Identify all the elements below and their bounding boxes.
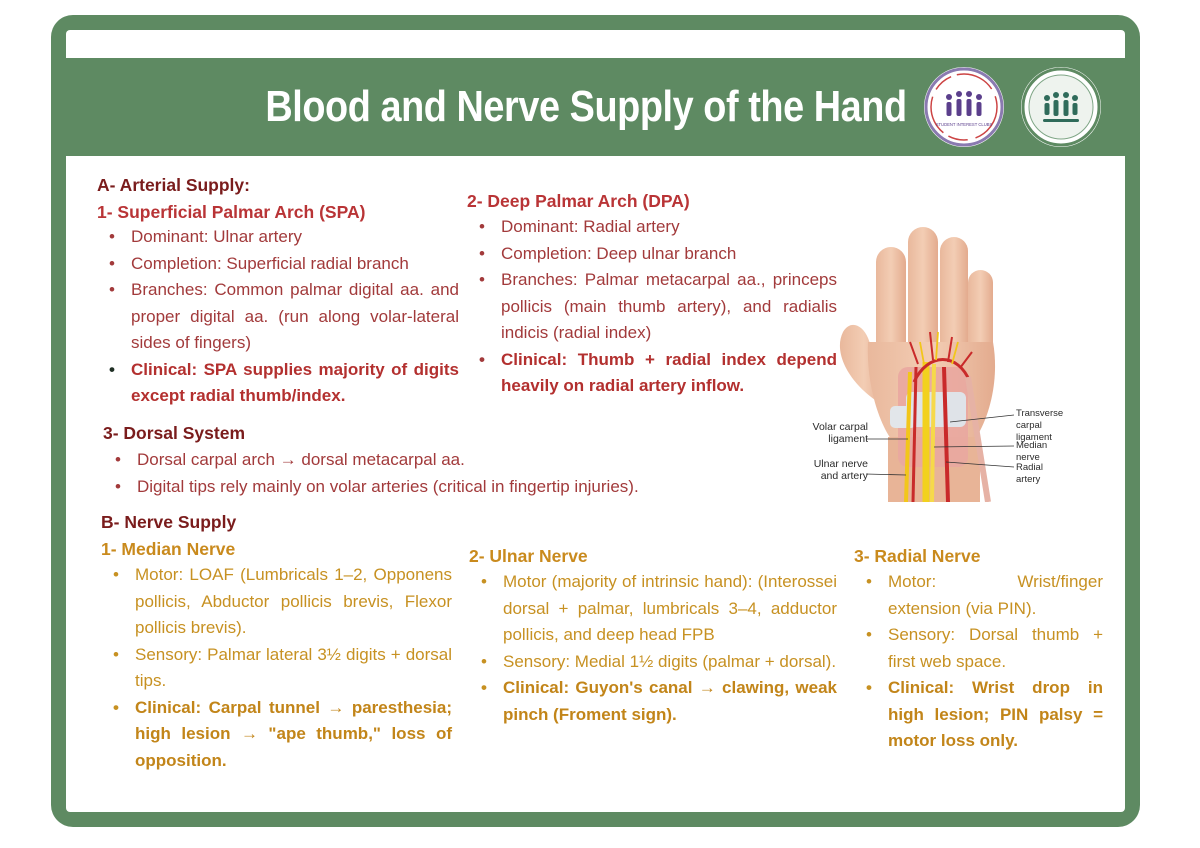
ulnar-section: 2- Ulnar Nerve [469,543,769,570]
dorsal-list: Dorsal carpal arch → dorsal metacarpal a… [103,447,803,500]
list-item: Motor: Wrist/finger extension (via PIN). [854,569,1103,622]
list-item: Sensory: Palmar lateral 3½ digits + dors… [101,642,452,695]
arterial-heading: A- Arterial Supply: [97,175,250,195]
ulnar-heading: 2- Ulnar Nerve [469,546,588,566]
median-list: Motor: LOAF (Lumbricals 1–2, Opponens po… [101,562,452,774]
list-item: Motor: LOAF (Lumbricals 1–2, Opponens po… [101,562,452,642]
list-item: Sensory: Medial 1½ digits (palmar + dors… [469,649,837,676]
radial-section: 3- Radial Nerve [854,543,1104,570]
list-item: Dorsal carpal arch → dorsal metacarpal a… [103,447,803,474]
list-item: Dominant: Radial artery [467,214,837,241]
spa-list: Dominant: Ulnar artery Completion: Super… [97,224,459,410]
dpa-list: Dominant: Radial artery Completion: Deep… [467,214,837,400]
median-nerve-label: Median nerve [1016,440,1048,463]
clinical-item: Clinical: Carpal tunnel → paresthesia; h… [101,695,452,775]
dorsal-heading: 3- Dorsal System [103,423,246,443]
svg-text:STUDENT INTEREST CLUBS: STUDENT INTEREST CLUBS [936,122,993,127]
list-item: Sensory: Dorsal thumb + first web space. [854,622,1103,675]
list-item: Branches: Common palmar digital aa. and … [97,277,459,357]
median-heading: 1- Median Nerve [101,538,236,559]
club-emblem-logo [1021,67,1101,147]
dorsal-section: 3- Dorsal System [103,420,403,447]
arterial-section: A- Arterial Supply: 1- Superficial Palma… [97,172,467,225]
list-item: Completion: Deep ulnar branch [467,241,837,268]
nerve-section: B- Nerve Supply 1- Median Nerve [101,509,401,562]
list-item: Digital tips rely mainly on volar arteri… [103,474,803,501]
radial-heading: 3- Radial Nerve [854,546,981,566]
radial-artery-label: Radial artery [1016,462,1043,485]
list-item: Completion: Superficial radial branch [97,251,459,278]
clinical-item: Clinical: Wrist drop in high lesion; PIN… [854,675,1103,755]
page-title: Blood and Nerve Supply of the Hand [265,82,907,131]
clinical-item: Clinical: Guyon's canal → clawing, weak … [469,675,837,728]
hand-anatomy-illustration: Volar carpal ligament Ulnar nerve and ar… [738,192,1064,503]
list-item: Motor (majority of intrinsic hand): (Int… [469,569,837,649]
title-banner: Blood and Nerve Supply of the Hand STUDE… [66,58,1125,156]
list-item: Branches: Palmar metacarpal aa., princep… [467,267,837,347]
dpa-section: 2- Deep Palmar Arch (DPA) [467,188,842,215]
ulnar-list: Motor (majority of intrinsic hand): (Int… [469,569,837,728]
transverse-carpal-ligament-label: Transverse carpal ligament [1016,408,1064,443]
spa-heading: 1- Superficial Palmar Arch (SPA) [97,201,366,222]
dpa-heading: 2- Deep Palmar Arch (DPA) [467,191,690,211]
clinical-item: Clinical: SPA supplies majority of digit… [97,357,459,410]
student-interest-clubs-logo: STUDENT INTEREST CLUBS [924,67,1004,147]
list-item: Dominant: Ulnar artery [97,224,459,251]
nerve-heading: B- Nerve Supply [101,512,237,532]
clinical-item: Clinical: Thumb + radial index depend he… [467,347,837,400]
radial-list: Motor: Wrist/finger extension (via PIN).… [854,569,1103,755]
volar-carpal-ligament-label: Volar carpal ligament [812,421,868,445]
ulnar-nerve-label: Ulnar nerve and artery [813,458,868,482]
